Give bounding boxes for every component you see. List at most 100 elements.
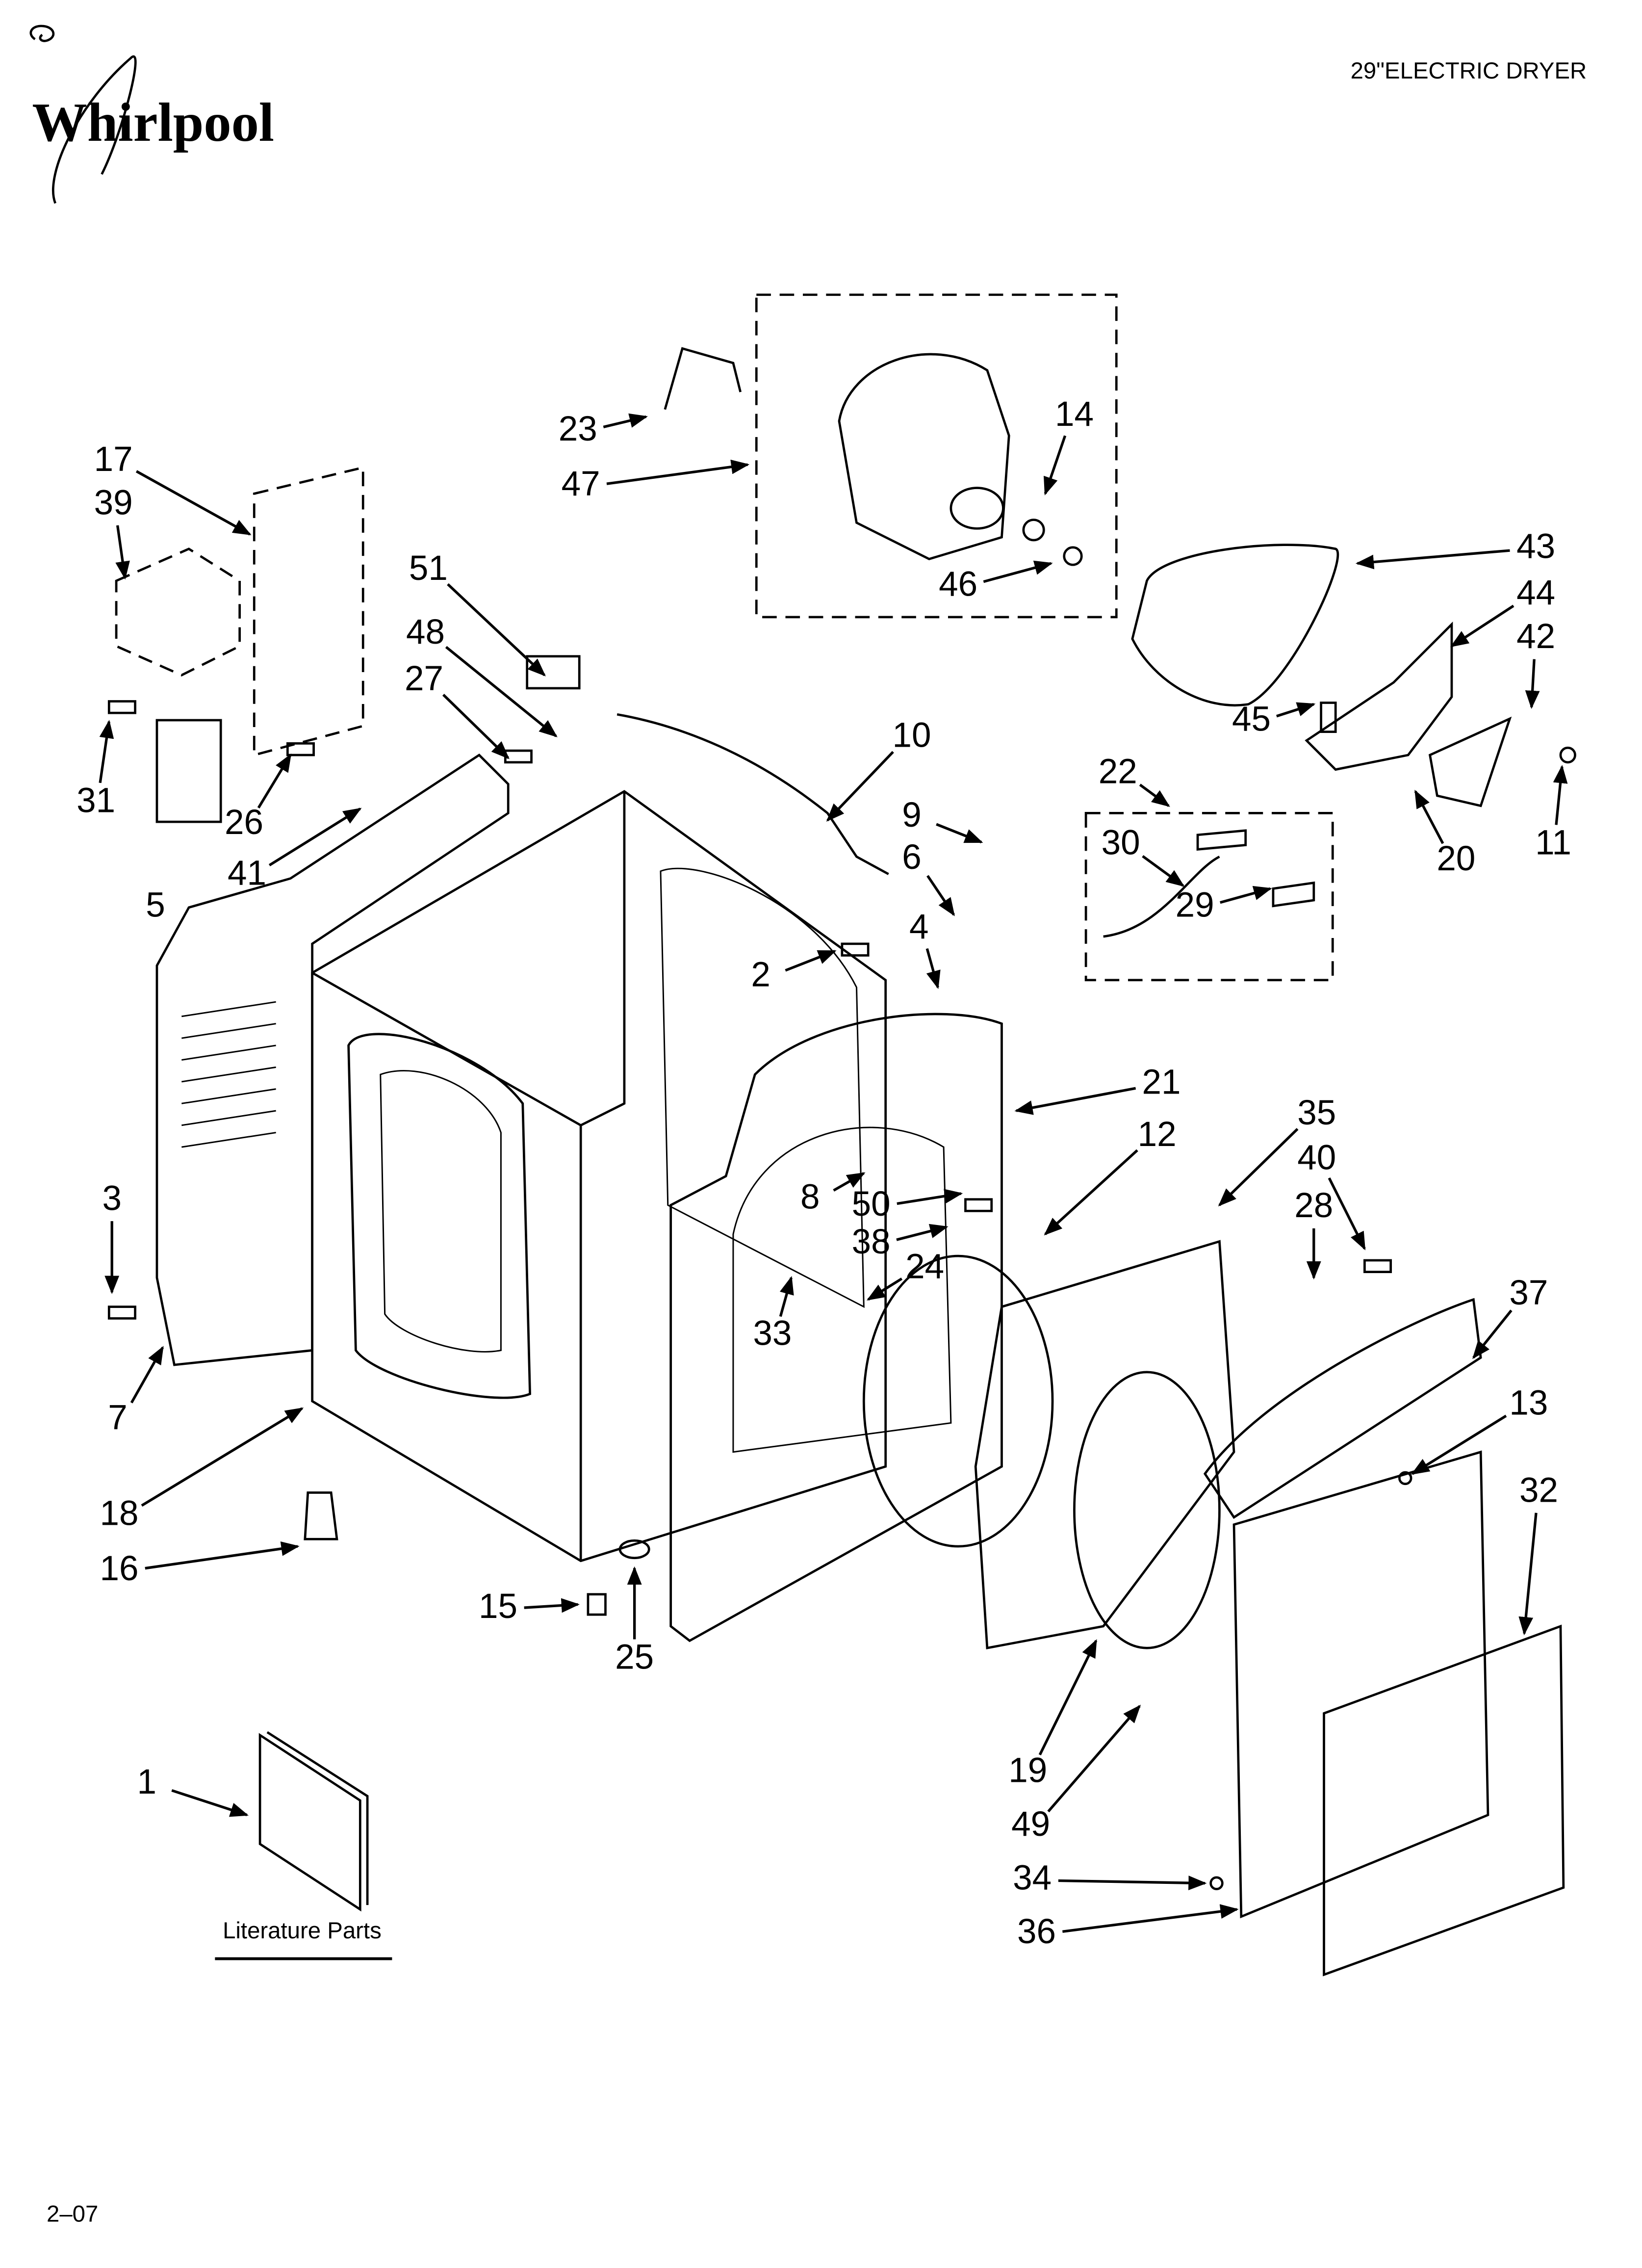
callout-arrow-51 xyxy=(447,583,546,677)
callout-25: 25 xyxy=(615,1638,654,1677)
page-title: 29"ELECTRIC DRYER xyxy=(1351,58,1587,84)
callout-arrow-22 xyxy=(1139,783,1170,807)
callout-13: 13 xyxy=(1509,1384,1548,1423)
callout-42: 42 xyxy=(1516,617,1555,656)
callout-11: 11 xyxy=(1535,823,1571,862)
console xyxy=(1203,1298,1482,1519)
callout-6: 6 xyxy=(902,838,921,877)
callout-14: 14 xyxy=(1055,395,1094,434)
callout-arrow-6 xyxy=(926,875,955,916)
callout-arrow-4 xyxy=(925,948,941,990)
callout-arrow-2 xyxy=(785,950,837,972)
callout-49: 49 xyxy=(1011,1805,1050,1844)
callout-arrow-41 xyxy=(268,808,362,866)
brand-wordmark: Whirlpool xyxy=(32,92,274,153)
front-panel xyxy=(669,1013,1003,1642)
callout-29: 29 xyxy=(1176,886,1214,925)
callout-arrow-23 xyxy=(603,413,648,428)
callout-2: 2 xyxy=(751,956,770,994)
callout-arrow-40 xyxy=(1328,1177,1366,1251)
callout-26: 26 xyxy=(225,803,263,842)
callout-arrow-34 xyxy=(1058,1876,1207,1891)
literature-parts-label: Literature Parts xyxy=(223,1918,382,1944)
callout-8: 8 xyxy=(800,1177,820,1216)
door-seal xyxy=(862,1254,1054,1548)
callout-41: 41 xyxy=(228,854,266,892)
callout-31: 31 xyxy=(77,781,115,820)
callout-30: 30 xyxy=(1102,823,1140,862)
callout-arrow-35 xyxy=(1218,1128,1299,1207)
page-code: 2–07 xyxy=(47,2201,98,2227)
callout-18: 18 xyxy=(100,1494,139,1533)
callout-arrow-14 xyxy=(1044,435,1067,495)
callout-arrow-42 xyxy=(1525,659,1540,709)
callout-12: 12 xyxy=(1138,1115,1177,1154)
callout-arrow-19 xyxy=(1038,1639,1098,1756)
door-inner-panel xyxy=(974,1240,1235,1650)
callout-arrow-24 xyxy=(867,1277,903,1301)
callout-22: 22 xyxy=(1099,752,1137,791)
callout-arrow-46 xyxy=(983,560,1053,583)
callout-4: 4 xyxy=(909,908,928,946)
callout-3: 3 xyxy=(102,1179,121,1218)
callout-arrow-50 xyxy=(897,1189,963,1205)
callout-51: 51 xyxy=(409,549,448,588)
callout-43: 43 xyxy=(1516,527,1555,566)
callout-arrow-43 xyxy=(1355,549,1510,570)
callout-arrow-44 xyxy=(1450,604,1514,648)
idler-bracket xyxy=(1305,621,1512,808)
callout-arrow-38 xyxy=(896,1224,949,1241)
callout-5: 5 xyxy=(146,886,165,925)
callout-46: 46 xyxy=(939,565,977,603)
callout-37: 37 xyxy=(1509,1274,1548,1312)
power-cord xyxy=(616,713,889,875)
callout-47: 47 xyxy=(562,465,600,503)
callout-arrow-7 xyxy=(130,1346,164,1404)
callout-27: 27 xyxy=(405,659,443,698)
callout-33: 33 xyxy=(753,1314,792,1353)
callout-arrow-48 xyxy=(445,646,558,737)
callout-45: 45 xyxy=(1232,700,1271,739)
callout-39: 39 xyxy=(94,484,133,522)
callout-21: 21 xyxy=(1142,1063,1181,1102)
drive-belt xyxy=(1131,544,1339,707)
callout-arrow-18 xyxy=(141,1407,304,1507)
callout-arrow-32 xyxy=(1518,1512,1538,1636)
callout-arrow-13 xyxy=(1411,1414,1507,1475)
callout-17: 17 xyxy=(94,440,133,479)
wire-harness-group-box xyxy=(1084,812,1334,982)
callout-arrow-21 xyxy=(1014,1087,1136,1115)
door-front-skin xyxy=(1323,1624,1565,1977)
drive-motor xyxy=(664,347,1083,566)
callout-1: 1 xyxy=(137,1763,156,1801)
callout-arrow-16 xyxy=(145,1541,300,1570)
callout-arrow-12 xyxy=(1044,1149,1138,1236)
callout-arrow-26 xyxy=(257,753,292,808)
callout-16: 16 xyxy=(100,1549,139,1588)
callout-38: 38 xyxy=(852,1223,891,1261)
callout-36: 36 xyxy=(1017,1912,1056,1951)
callout-arrow-30 xyxy=(1142,855,1185,887)
callout-23: 23 xyxy=(559,410,597,448)
rear-panel-louvers xyxy=(181,1001,276,1148)
callout-arrow-17 xyxy=(135,470,252,536)
callout-arrow-33 xyxy=(779,1276,794,1317)
wire-harness xyxy=(1103,829,1315,938)
callout-arrow-49 xyxy=(1047,1704,1141,1813)
callout-arrow-37 xyxy=(1472,1309,1513,1359)
callout-28: 28 xyxy=(1294,1186,1333,1225)
callout-10: 10 xyxy=(892,716,931,755)
callout-50: 50 xyxy=(852,1185,891,1224)
callout-19: 19 xyxy=(1008,1751,1047,1790)
callout-24: 24 xyxy=(905,1248,944,1286)
callout-34: 34 xyxy=(1013,1859,1052,1898)
callout-35: 35 xyxy=(1297,1094,1336,1132)
callout-arrow-8 xyxy=(833,1172,866,1192)
callout-arrow-9 xyxy=(936,823,983,844)
rear-panel xyxy=(155,753,510,1366)
callout-9: 9 xyxy=(902,796,921,834)
callout-arrow-11 xyxy=(1553,764,1568,825)
callout-arrow-15 xyxy=(524,1598,580,1613)
callout-arrow-20 xyxy=(1414,789,1444,844)
